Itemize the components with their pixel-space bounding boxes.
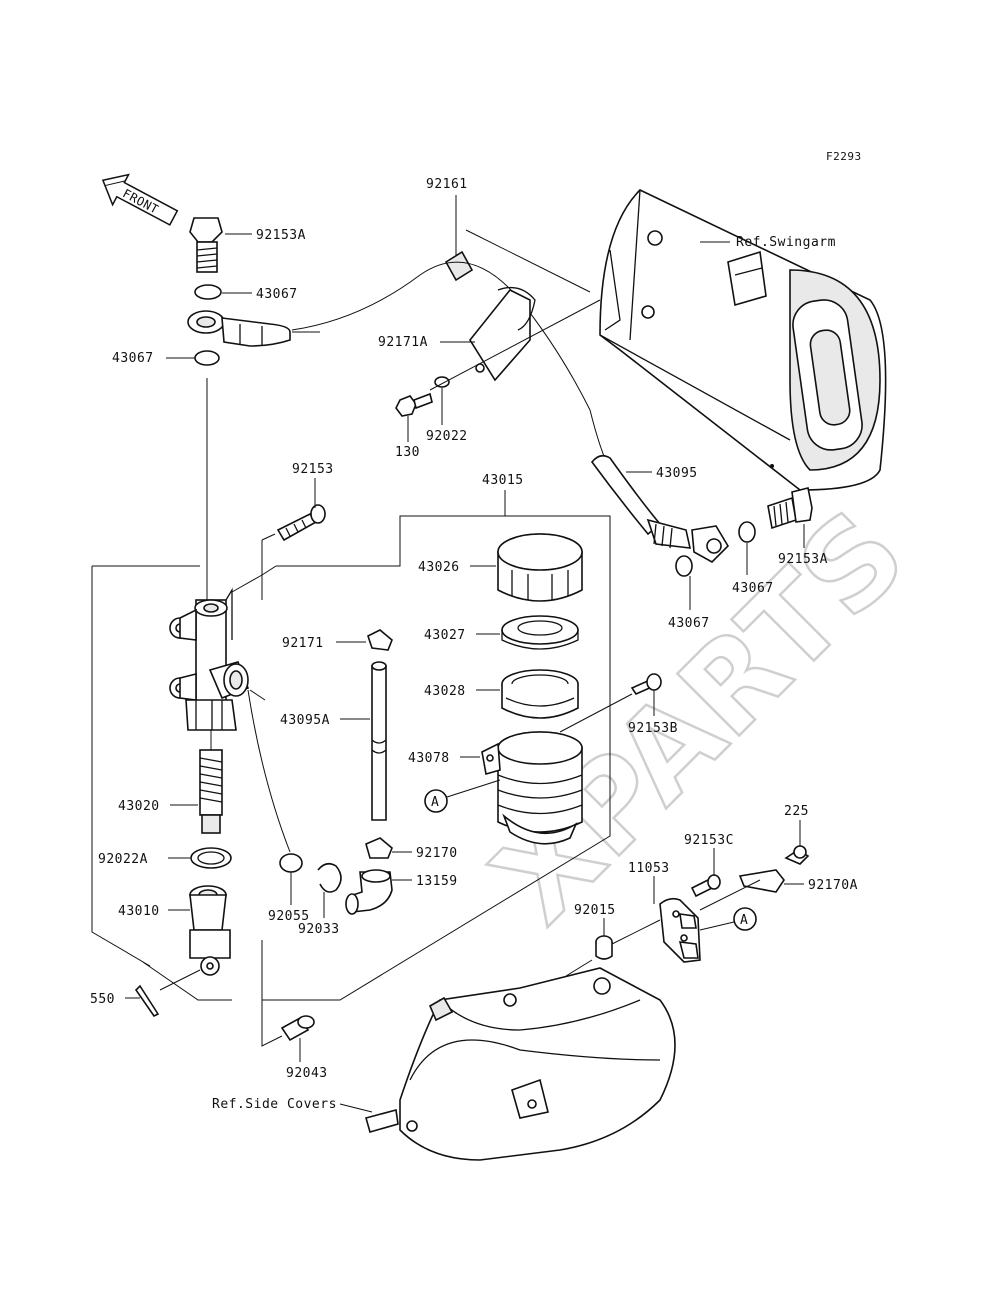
part-92043: 92043 [286, 1066, 328, 1081]
banjo-bolt-92153A-top [189, 217, 223, 273]
clamp-92170A [738, 869, 785, 893]
part-43067-left: 43067 [112, 351, 154, 366]
front-arrow-icon: FRONT [101, 173, 179, 226]
part-225: 225 [784, 804, 809, 819]
plate-43027 [501, 615, 579, 650]
part-92170A: 92170A [808, 878, 858, 893]
part-92022A: 92022A [98, 852, 148, 867]
hose-43095 [590, 454, 730, 563]
part-550: 550 [90, 992, 115, 1007]
part-92171A: 92171A [378, 335, 428, 350]
bolt-92153 [276, 504, 326, 542]
washer-43067-lower [675, 555, 693, 577]
reservoir-cap-43026 [497, 533, 583, 602]
bolt-130 [395, 392, 433, 417]
clip-92170 [365, 837, 393, 859]
banjo-bolt-92153A-right [767, 487, 813, 530]
part-11053: 11053 [628, 861, 670, 876]
callout-A-left-text: A [431, 795, 439, 810]
part-92055: 92055 [268, 909, 310, 924]
screw-225 [784, 845, 810, 865]
washer-43067-left [194, 350, 220, 366]
push-rod-43010 [189, 885, 231, 976]
hose-43095A [371, 661, 387, 821]
washer-43067-right [738, 521, 756, 543]
bracket-11053 [659, 897, 701, 963]
washer-92022 [434, 376, 450, 388]
part-92015: 92015 [574, 903, 616, 918]
diagram-code: F2293 [826, 150, 862, 163]
part-130: 130 [395, 445, 420, 460]
grommet-92015 [595, 935, 613, 960]
diaphragm-43028 [501, 669, 579, 719]
ref-side-covers: Ref.Side Covers [212, 1097, 337, 1112]
master-cylinder-body [169, 587, 250, 731]
part-43020: 43020 [118, 799, 160, 814]
piston-43020 [199, 749, 223, 834]
part-43015: 43015 [482, 473, 524, 488]
part-92153A-right: 92153A [778, 552, 828, 567]
part-92153C: 92153C [684, 833, 734, 848]
circlip-92022A [190, 847, 232, 869]
part-92161: 92161 [426, 177, 468, 192]
o-ring-92055 [279, 853, 303, 873]
part-43067-lower: 43067 [668, 616, 710, 631]
part-92153B: 92153B [628, 721, 678, 736]
side-cover-outline [365, 967, 676, 1161]
part-43095: 43095 [656, 466, 698, 481]
part-92171: 92171 [282, 636, 324, 651]
bolt-92153B [630, 673, 662, 696]
part-92153A-top: 92153A [256, 228, 306, 243]
clip-92171 [367, 629, 393, 651]
part-43095A: 43095A [280, 713, 330, 728]
part-43078: 43078 [408, 751, 450, 766]
group-outline [91, 515, 611, 1001]
part-92170: 92170 [416, 846, 458, 861]
banjo-fitting-top [187, 310, 291, 347]
callout-A-right [733, 907, 757, 931]
hose-clamp-92171A [469, 286, 536, 382]
washer-43067-top [194, 284, 222, 300]
label-sticker [444, 250, 474, 282]
pin-92043 [280, 1015, 315, 1042]
part-43067-right: 43067 [732, 581, 774, 596]
part-92033: 92033 [298, 922, 340, 937]
circlip-92033 [317, 862, 342, 893]
part-43026: 43026 [418, 560, 460, 575]
part-13159: 13159 [416, 874, 458, 889]
part-43027: 43027 [424, 628, 466, 643]
bolt-92153C [690, 874, 721, 898]
elbow-13159 [345, 869, 393, 915]
part-43028: 43028 [424, 684, 466, 699]
swingarm-outline [599, 189, 887, 491]
part-43067-top: 43067 [256, 287, 298, 302]
part-92022: 92022 [426, 429, 468, 444]
part-43010: 43010 [118, 904, 160, 919]
callout-A-left [424, 789, 448, 813]
callout-A-right-text: A [740, 913, 748, 928]
reservoir-43078 [481, 731, 583, 845]
ref-swingarm: Ref.Swingarm [736, 235, 836, 250]
part-92153: 92153 [292, 462, 334, 477]
cotter-pin-550 [134, 984, 160, 1018]
